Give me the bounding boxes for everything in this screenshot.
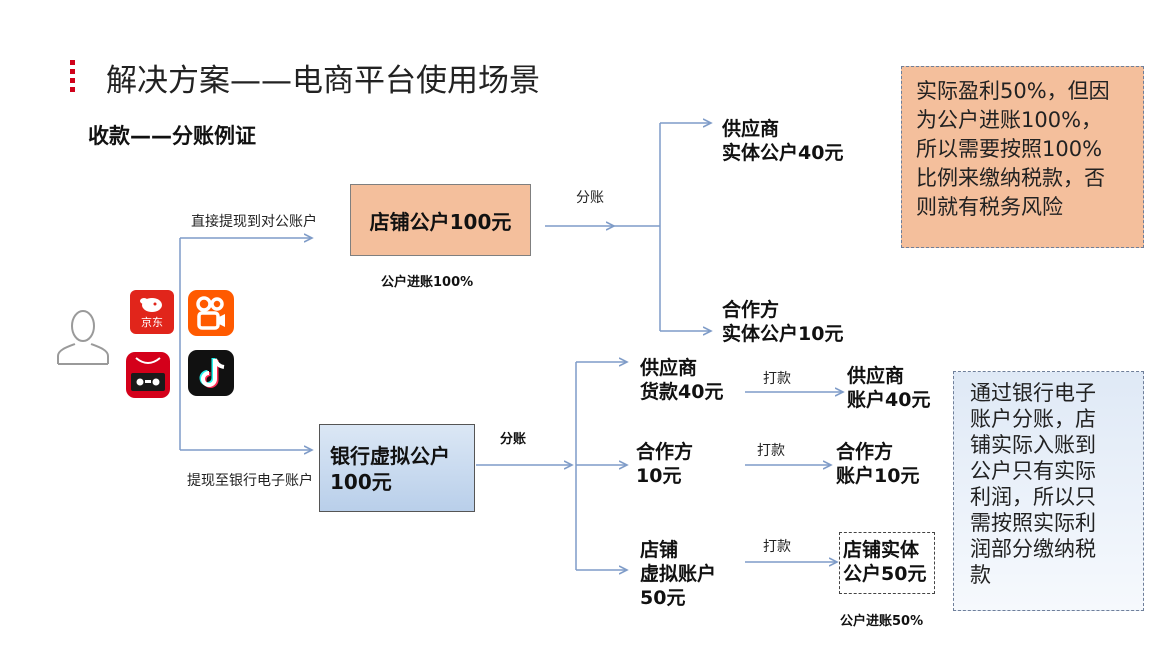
tax-risk-note-line: 实际盈利50%，但因 [916,79,1110,103]
partner-amount-line2: 10元 [636,465,682,487]
page-title: 解决方案——电商平台使用场景 [106,63,540,99]
virtual-split-label: 分账 [500,432,527,447]
supplier-goods-line1: 供应商 [640,357,698,379]
tax-risk-note: 实际盈利50%，但因 为公户进账100%， 所以需要按照100% 比例来缴纳税款… [901,66,1144,248]
partner-account-line1: 合作方 [836,441,894,463]
supplier-entity-line2: 实体公户40元 [722,142,844,164]
e-account-withdraw-label: 提现至银行电子账户 [187,473,313,489]
supplier-entity-line1: 供应商 [722,118,780,140]
store-virtual-account-node: 店铺 虚拟账户 50元 [640,538,716,610]
supplier-account-node: 供应商 账户40元 [847,364,930,412]
store-branch-trunk [612,123,661,331]
benefit-note-line: 账户分账，店 [970,407,1096,431]
tmall-icon [126,352,170,398]
jd-logo-text: 京东 [141,316,163,329]
store-entity-account-frame [839,532,935,594]
benefit-note-line: 铺实际入账到 [970,433,1096,457]
pay-label-store: 打款 [763,539,791,555]
supplier-account-line1: 供应商 [847,365,905,387]
e-account-benefit-note: 通过银行电子 账户分账，店 铺实际入账到 公户只有实际 利润，所以只 需按照实际… [953,371,1144,611]
partner-account-line2: 账户10元 [836,465,920,487]
store-entity-line2: 公户50元 [843,563,927,585]
supplier-goods-line2: 货款40元 [640,381,724,403]
store-virtual-line2: 虚拟账户 [640,563,717,585]
benefit-note-line: 通过银行电子 [970,381,1096,405]
tax-risk-note-line: 为公户进账100%， [916,108,1103,132]
jd-dog-icon: 京东 [130,290,174,334]
virtual-box-line1: 银行虚拟公户 [330,444,450,468]
supplier-entity-node: 供应商 实体公户40元 [722,117,843,165]
store-entity-account-node: 店铺实体 公户50元 [843,538,926,586]
pay-label-supplier: 打款 [763,371,791,387]
title-accent-bar [70,60,75,92]
store-public-account-box: 店铺公户100元 [350,184,531,256]
benefit-note-line: 润部分缴纳税 [970,537,1096,561]
benefit-note-line: 款 [970,563,991,587]
partner-amount-line1: 合作方 [636,441,694,463]
store-entity-inflow-caption: 公户进账50% [840,614,924,629]
store-virtual-line1: 店铺 [640,539,679,561]
virtual-box-line2: 100元 [330,470,392,494]
tax-risk-note-line: 所以需要按照100% [916,137,1103,161]
direct-withdraw-label: 直接提现到对公账户 [191,214,317,230]
store-split-label: 分账 [576,190,604,206]
partner-amount-node: 合作方 10元 [636,440,693,488]
bank-virtual-account-box: 银行虚拟公户 100元 [319,424,475,512]
pay-label-partner: 打款 [757,443,785,459]
benefit-note-line: 需按照实际利 [970,511,1096,535]
store-virtual-line3: 50元 [640,587,686,609]
supplier-account-line2: 账户40元 [847,389,931,411]
store-entity-line1: 店铺实体 [843,539,920,561]
kuaishou-icon [188,290,234,336]
supplier-goods-node: 供应商 货款40元 [640,356,723,404]
partner-entity-line1: 合作方 [722,299,780,321]
douyin-icon [188,350,234,396]
benefit-note-line: 公户只有实际 [970,459,1096,483]
benefit-note-line: 利润，所以只 [970,485,1096,509]
user-silhouette-icon [57,310,109,365]
partner-entity-node: 合作方 实体公户10元 [722,298,843,346]
store-inflow-caption: 公户进账100% [381,275,474,290]
partner-account-node: 合作方 账户10元 [836,440,919,488]
tax-risk-note-line: 比例来缴纳税款，否 [916,166,1105,190]
section-subtitle: 收款——分账例证 [88,124,256,148]
tax-risk-note-line: 则就有税务风险 [916,195,1063,219]
partner-entity-line2: 实体公户10元 [722,323,844,345]
